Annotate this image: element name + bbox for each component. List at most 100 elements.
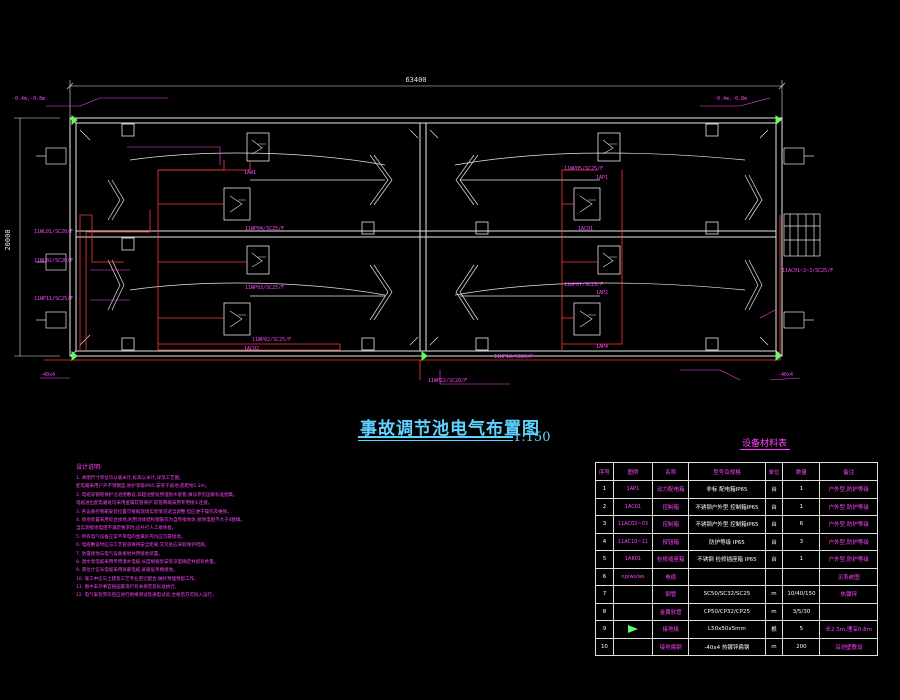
- table-cell-name: 检修插座箱: [652, 550, 690, 569]
- table-cell-spec: 防护等级 IP65: [688, 532, 766, 551]
- table-header-cell: 单位: [764, 462, 784, 481]
- table-cell-unit: 台: [764, 550, 784, 569]
- external-fittings: [36, 147, 821, 329]
- table-header-cell: 名称: [652, 462, 690, 481]
- leader-lines: [40, 97, 801, 385]
- cable-routes: [44, 160, 781, 380]
- drawing-title: 事故调节池电气布置图: [360, 419, 540, 439]
- table-cell-unit: 台: [764, 480, 784, 499]
- table-cell-unit: 台: [764, 515, 784, 534]
- table-cell-no: 7: [595, 585, 614, 604]
- design-notes: 设计说明: 1. 本图尺寸单位均以毫米计,标高以米计,详见工艺图。 配电箱采用户…: [76, 462, 396, 601]
- table-cell-spec: L50x50x5mm: [688, 620, 766, 639]
- table-cell-note: 长2.5m,埋深0.8m: [819, 620, 878, 639]
- table-cell-qty: 5: [782, 620, 821, 639]
- label-ac01: 1AC01: [578, 226, 594, 232]
- table-cell-symbol: 1AP1: [612, 480, 654, 499]
- table-cell-qty: 6: [782, 515, 821, 534]
- equipment-table-title-underline: [740, 449, 790, 450]
- table-cell-qty: 3: [782, 532, 821, 551]
- note-line: 4. 接地装置采用综合接地,利用池体结构钢筋作为自然接地体,接地电阻不大于4欧姆…: [76, 517, 245, 523]
- note-line: 7. 防雷接地与电气设备接地共用接地装置。: [76, 551, 163, 557]
- table-cell-no: 3: [595, 515, 614, 534]
- note-line: 1. 本图尺寸单位均以毫米计,标高以米计,详见工艺图。: [76, 476, 184, 481]
- table-cell-symbol: 1AC01: [612, 497, 654, 516]
- label-cable-2: 11WP02/SC25/F: [252, 337, 292, 343]
- table-cell-name: 接地极: [652, 620, 690, 639]
- table-cell-name: 接地扁钢: [652, 637, 690, 656]
- table-cell-symbol: [612, 637, 654, 656]
- note-line: 8. 潜水泵电缆采用专用潜水电缆,长度根据泵安装深度确定并留有余量。: [76, 559, 219, 565]
- notes-list: 1. 本图尺寸单位均以毫米计,标高以米计,详见工艺图。 配电箱采用户外不锈钢型,…: [76, 475, 396, 601]
- table-cell-spec: CP50/CP32/CP25: [688, 602, 766, 621]
- label-cable-7: 11WP07/SC25/F: [564, 282, 604, 288]
- label-cable-bottom: 11WP12/SC20/F: [494, 354, 534, 360]
- table-cell-no: 1: [595, 480, 614, 499]
- note-line: 11. 图中未尽事宜按国家现行有关规范及标准执行。: [76, 585, 180, 591]
- table-cell-qty: 1: [782, 480, 821, 499]
- table-cell-symbol: 1AK01: [612, 550, 654, 569]
- table-cell-unit: m: [764, 637, 784, 656]
- right-top-elevation: -0.4m,-0.8m: [714, 96, 748, 102]
- table-cell-qty: 1: [782, 497, 821, 516]
- table-cell-symbol: [612, 620, 654, 639]
- pool-walls: [69, 117, 783, 357]
- table-cell-note: 热镀锌: [819, 585, 878, 604]
- left-top-elevation: -0.4m,-0.8m: [12, 96, 46, 102]
- table-cell-note: 户外型,防护等级: [819, 497, 878, 516]
- aeration-pipes: [79, 129, 769, 346]
- table-cell-spec: 不锈钢 检修插座箱 IP65: [688, 550, 766, 569]
- table-cell-symbol: 11AC10~11: [612, 532, 654, 551]
- table-cell-name: 控制箱: [652, 497, 690, 516]
- label-ground-left: -40x4: [40, 372, 56, 378]
- label-cable-3: 11WP03/SC25/F: [245, 285, 285, 291]
- ground-electrode-icon: [627, 625, 638, 634]
- label-right-cable: 11AC01~2~3/SC25/F: [782, 268, 834, 274]
- table-cell-no: 10: [595, 637, 614, 656]
- table-cell-note: 见系统图: [819, 567, 878, 586]
- table-cell-name: 控制箱: [652, 515, 690, 534]
- table-cell-symbol: [612, 602, 654, 621]
- title-underline-thin: [358, 440, 513, 441]
- table-cell-unit: m: [764, 585, 784, 604]
- table-cell-name: 按钮箱: [652, 532, 690, 551]
- table-cell-no: 4: [595, 532, 614, 551]
- table-cell-qty: 3/5/30: [782, 602, 821, 621]
- table-cell-name: 金属软管: [652, 602, 690, 621]
- table-cell-unit: m: [764, 602, 784, 621]
- table-header-cell: 图例: [612, 462, 654, 481]
- table-cell-unit: 台: [764, 497, 784, 516]
- table-header-cell: 备注: [819, 462, 878, 481]
- pump-units: [121, 123, 719, 351]
- table-cell-name: 动力配电箱: [652, 480, 690, 499]
- note-line: 3. 各设备控制箱安装位置可根据现场实际情况适当调整,但应便于操作及维修。: [76, 509, 232, 515]
- note-line: 电缆进出配电箱处均采用金属软管保护,软管两端采用专用接头连接。: [76, 501, 213, 507]
- note-line: 10. 施工中应与土建及工艺专业密切配合,做好预埋预留工作。: [76, 576, 199, 582]
- left-dimension: [14, 117, 60, 357]
- note-line: 6. 电缆敷设时应与工艺管道保持安全距离,交叉处应采取保护措施。: [76, 543, 210, 549]
- drawing-scale: 1:150: [513, 430, 551, 445]
- equipment-table-title: 设备材料表: [742, 439, 788, 449]
- table-cell-note: 户外型,防护等级: [819, 515, 878, 534]
- note-line: 5. 所有电气设备正常不带电的金属外壳均应可靠接地。: [76, 534, 186, 540]
- note-line: 当实测接地电阻不满足要求时,应补打人工接地极。: [76, 526, 177, 532]
- notes-heading: 设计说明:: [76, 464, 103, 471]
- table-cell-no: 8: [595, 602, 614, 621]
- table-cell-note: 户外型,防护等级: [819, 480, 878, 499]
- table-cell-symbol: [612, 585, 654, 604]
- table-cell-unit: 根: [764, 620, 784, 639]
- note-line: 12. 电气安装完毕后应进行绝缘测试及通电试验,合格后方可投入运行。: [76, 593, 217, 599]
- label-cable-left-3: 11WP11/SC25/F: [34, 296, 74, 302]
- table-cell-spec: 不锈钢户外型 控制箱IP65: [688, 497, 766, 516]
- label-aw1: 1AW1: [244, 170, 257, 176]
